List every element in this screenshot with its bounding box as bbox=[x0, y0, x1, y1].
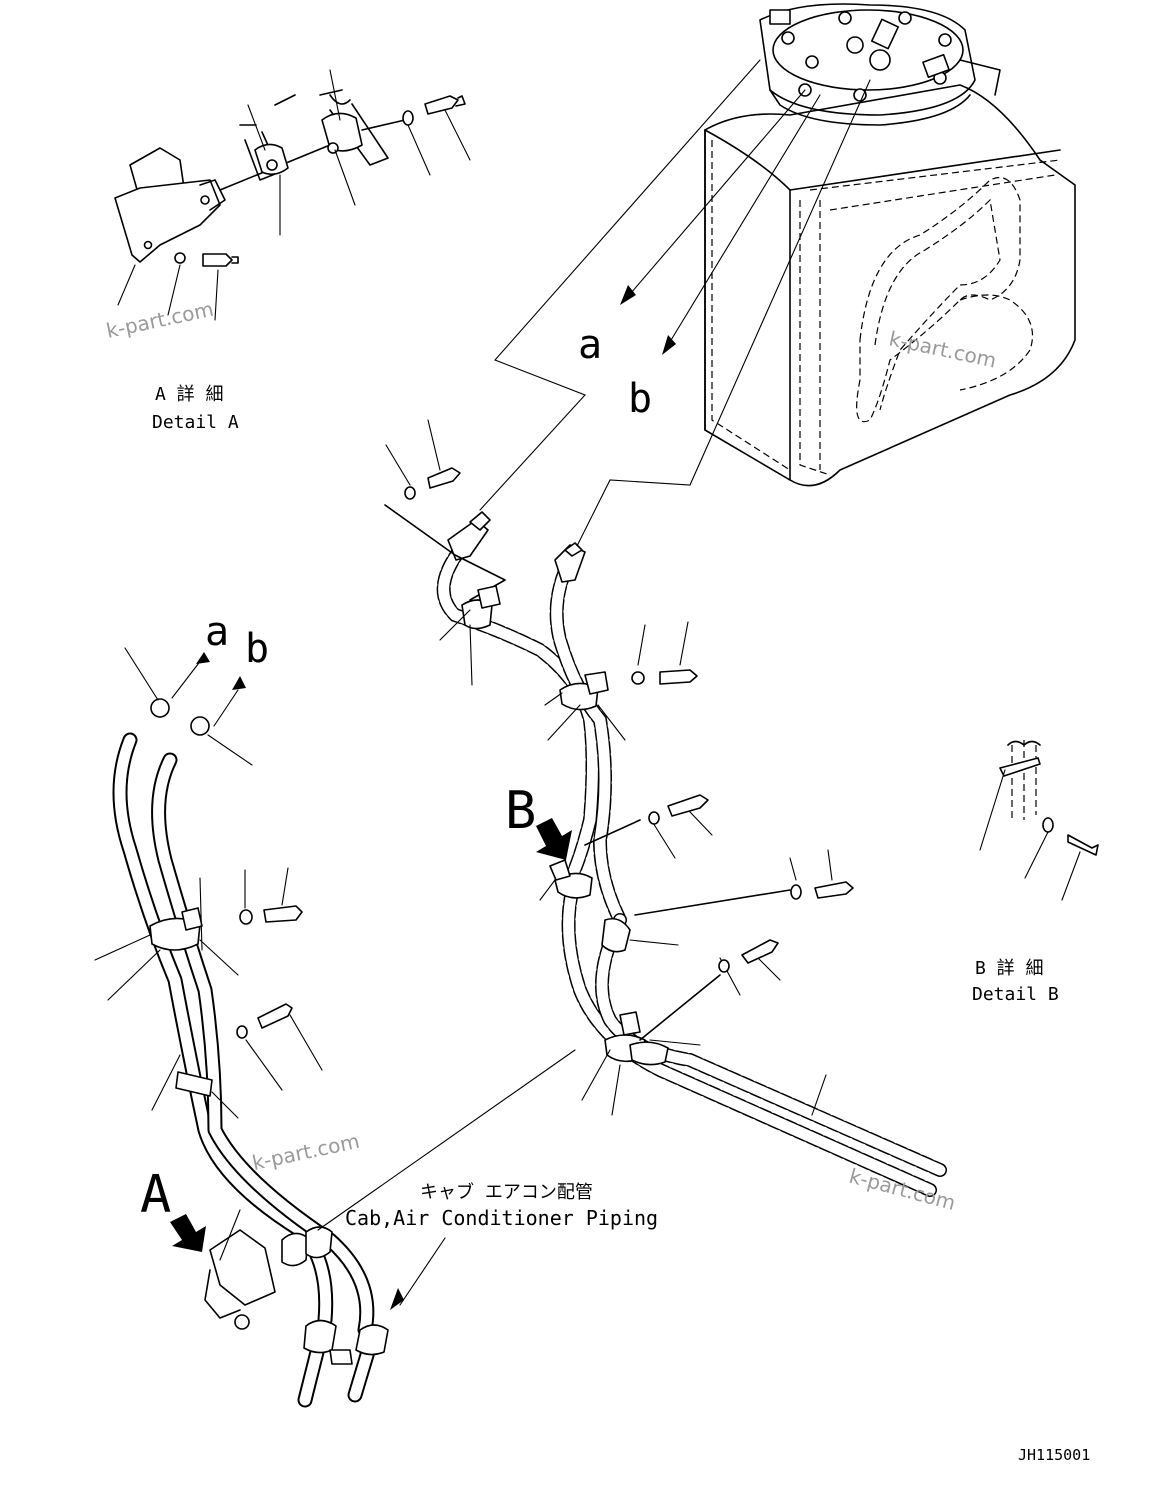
detail-a-drawing bbox=[114, 69, 471, 321]
callout-b-upper: b bbox=[628, 376, 652, 422]
detail-a-title-jp: A 詳 細 bbox=[155, 384, 224, 405]
detail-b-title-en: Detail B bbox=[972, 984, 1059, 1005]
detail-b-title-jp: B 詳 細 bbox=[975, 958, 1044, 979]
detail-b-drawing bbox=[979, 740, 1099, 901]
drawing-number: JH115001 bbox=[1018, 1446, 1090, 1464]
view-a-label: A bbox=[140, 1165, 171, 1225]
callout-a-lower: a bbox=[205, 609, 229, 655]
view-a-arrow bbox=[170, 1214, 206, 1252]
watermark: k-part.com bbox=[104, 297, 216, 343]
hose-assembly-middle bbox=[384, 419, 947, 1197]
callout-b-lower: b bbox=[245, 626, 269, 672]
tank-leader-lines bbox=[479, 59, 871, 561]
watermark: k-part.com bbox=[887, 326, 999, 372]
callout-a-upper: a bbox=[578, 322, 602, 368]
piping-title-jp: キャブ エアコン配管 bbox=[420, 1181, 593, 1203]
hose-bundle-lower bbox=[94, 647, 576, 1408]
view-b-label: B bbox=[505, 781, 536, 841]
piping-title-en: Cab,Air Conditioner Piping bbox=[345, 1206, 658, 1230]
view-b-arrow bbox=[536, 818, 572, 860]
detail-a-title-en: Detail A bbox=[152, 412, 239, 433]
watermark: k-part.com bbox=[250, 1129, 362, 1175]
air-conditioner-tank bbox=[704, 3, 1076, 487]
